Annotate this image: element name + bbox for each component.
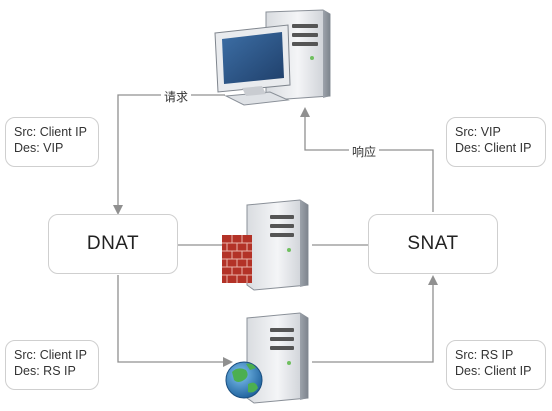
request-line [113, 94, 225, 215]
server-firewall-icon [222, 199, 309, 291]
realserver-snat-line [312, 275, 438, 363]
info-box-top-left: Src: Client IP Des: VIP [5, 117, 99, 167]
response-line [300, 107, 434, 212]
server-globe-icon [225, 312, 309, 404]
info-src: Src: RS IP [455, 348, 514, 362]
info-des: Des: Client IP [455, 364, 532, 378]
snat-node: SNAT [368, 214, 498, 274]
info-des: Des: Client IP [455, 141, 532, 155]
request-label: 请求 [161, 88, 192, 105]
info-src: Src: Client IP [14, 125, 87, 139]
info-src: Src: Client IP [14, 348, 87, 362]
info-box-bottom-right: Src: RS IP Des: Client IP [446, 340, 546, 390]
response-label: 响应 [349, 143, 380, 160]
info-src: Src: VIP [455, 125, 501, 139]
desktop-computer-icon [214, 9, 331, 106]
dnat-realserver-line [117, 275, 233, 367]
info-des: Des: VIP [14, 141, 64, 155]
firewall-brick-icon [222, 235, 252, 283]
info-box-top-right: Src: VIP Des: Client IP [446, 117, 546, 167]
info-des: Des: RS IP [14, 364, 76, 378]
info-box-bottom-left: Src: Client IP Des: RS IP [5, 340, 99, 390]
dnat-node: DNAT [48, 214, 178, 274]
globe-icon [225, 361, 263, 399]
